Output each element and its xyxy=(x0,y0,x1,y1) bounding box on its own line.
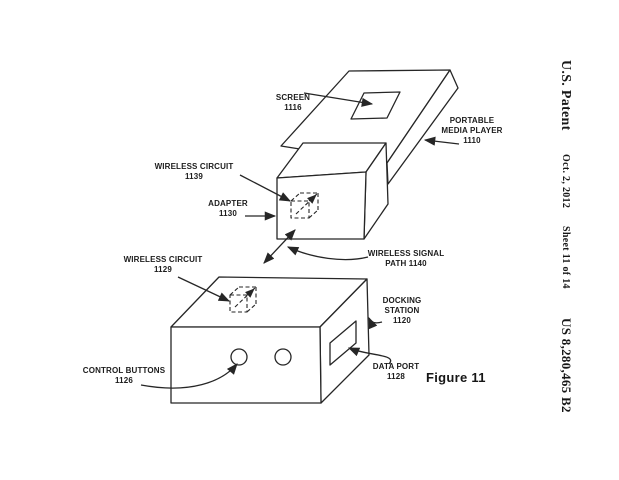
label-portable-media-player: PORTABLE MEDIA PLAYER 1110 xyxy=(441,116,503,145)
label-wireless-circuit-1139: WIRELESS CIRCUIT 1139 xyxy=(154,162,234,181)
control-buttons-pointer-arrow xyxy=(140,363,238,389)
patent-office-heading: U.S. Patent xyxy=(558,60,573,131)
docking-station-front-face xyxy=(170,326,322,404)
patent-number: US 8,280,465 B2 xyxy=(559,318,574,413)
label-adapter: ADAPTER 1130 xyxy=(208,199,248,218)
label-data-port: DATA PORT 1128 xyxy=(372,362,420,381)
sheet-number: Sheet 11 of 14 xyxy=(560,226,571,289)
data-port-pointer-arrow xyxy=(347,347,392,365)
media-player-pointer-arrow xyxy=(423,136,460,146)
screen-pointer-arrow xyxy=(303,92,374,107)
adapter-front-face xyxy=(276,171,367,240)
label-screen: SCREEN 1116 xyxy=(275,93,311,112)
signal-path-pointer xyxy=(286,246,369,261)
wireless-circuit-1139-pointer xyxy=(239,174,292,202)
control-button-right xyxy=(274,348,292,366)
patent-date: Oct. 2, 2012 xyxy=(560,154,571,209)
label-docking-station: DOCKING STATION 1120 xyxy=(382,296,422,325)
label-wireless-circuit-1129: WIRELESS CIRCUIT 1129 xyxy=(123,255,203,274)
label-control-buttons: CONTROL BUTTONS 1126 xyxy=(82,366,166,385)
control-button-left xyxy=(230,348,248,366)
label-wireless-signal-path: WIRELESS SIGNAL PATH 1140 xyxy=(367,249,445,268)
media-player-side-face xyxy=(386,69,459,185)
signal-path-double-arrow xyxy=(263,229,296,264)
data-port-opening xyxy=(329,320,357,366)
figure-caption: Figure 11 xyxy=(426,370,486,385)
wireless-circuit-1129-symbol xyxy=(229,286,257,313)
docking-station-pointer-arrow xyxy=(368,316,383,330)
wireless-circuit-1139-symbol xyxy=(290,192,319,219)
wireless-circuit-1129-pointer xyxy=(177,276,231,302)
